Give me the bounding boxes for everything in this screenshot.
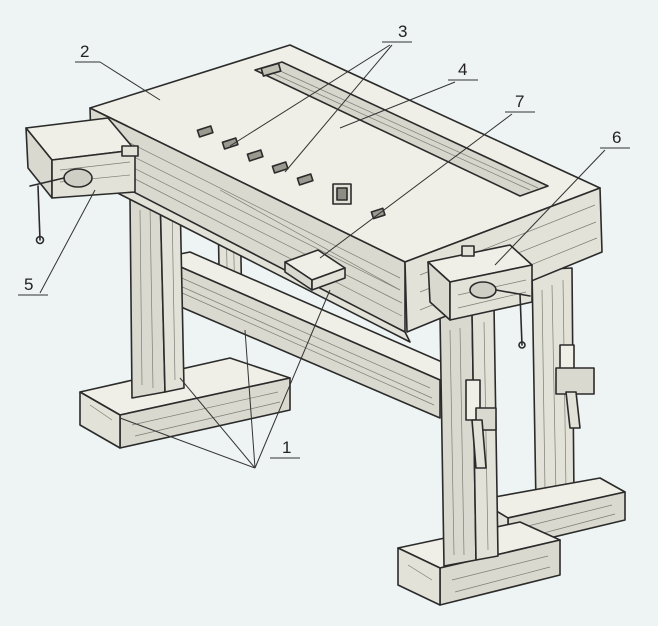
callout-worktop: 2	[80, 42, 89, 61]
leg-wedge-front	[465, 379, 497, 469]
tail-vise	[427, 244, 533, 349]
left-foot	[79, 357, 291, 449]
stop-block	[284, 249, 346, 291]
front-right-leg	[439, 305, 499, 567]
lower-stretcher	[159, 251, 466, 419]
callout-tail-vise: 6	[612, 128, 621, 147]
leader-lines	[18, 41, 630, 469]
bench-dog	[332, 183, 352, 205]
bench-dog-holes	[196, 125, 386, 220]
callout-front-vise: 5	[24, 275, 33, 294]
callout-legs-frame: 1	[282, 438, 291, 457]
tool-tray	[254, 61, 549, 197]
front-vise	[25, 117, 139, 245]
callout-stop-block: 7	[515, 92, 524, 111]
leg-wedge-back	[555, 344, 595, 429]
callout-tool-tray: 4	[458, 60, 467, 79]
callout-bench-dog-holes: 3	[398, 22, 407, 41]
